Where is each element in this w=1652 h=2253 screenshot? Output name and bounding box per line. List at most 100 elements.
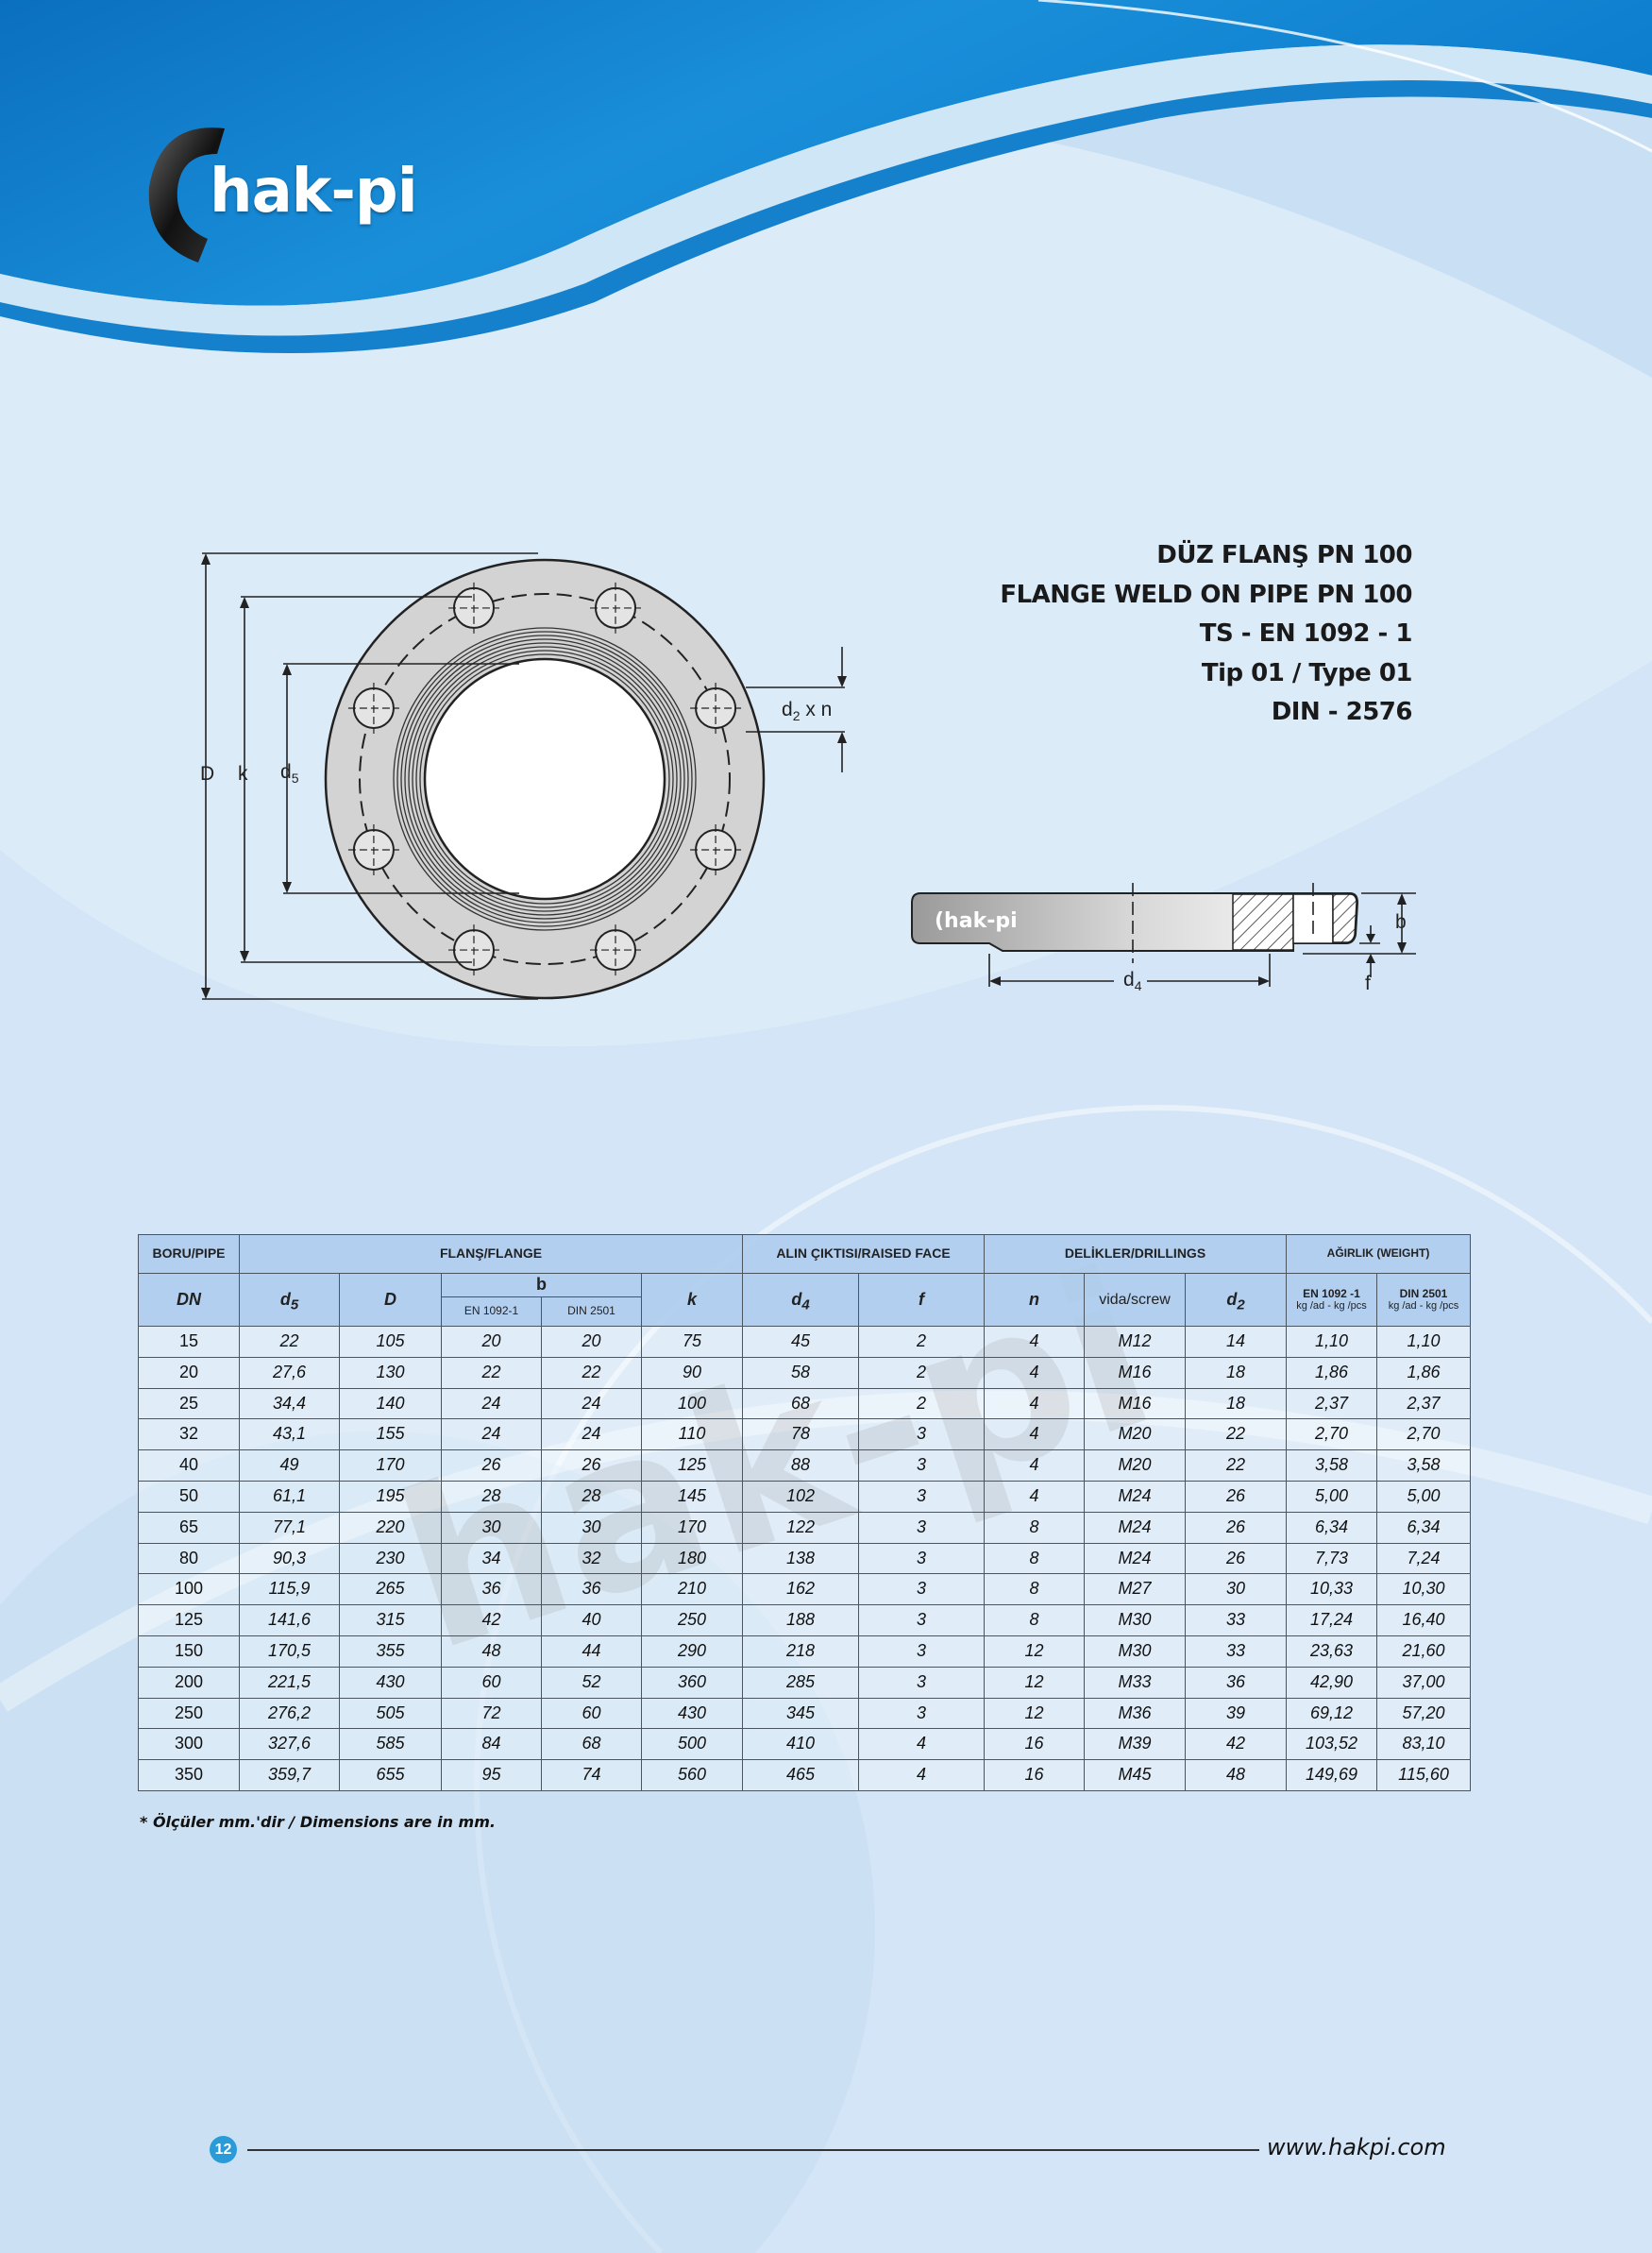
cell-k: 100	[641, 1387, 743, 1420]
col-header-b: b	[441, 1273, 642, 1297]
product-titles: DÜZ FLANŞ PN 100 FLANGE WELD ON PIPE PN …	[1000, 536, 1412, 733]
cell-d5: 90,3	[239, 1542, 340, 1575]
cell-d4: 162	[742, 1573, 859, 1606]
cell-k: 145	[641, 1480, 743, 1513]
cell-k: 180	[641, 1542, 743, 1575]
cell-n: 4	[984, 1326, 1085, 1358]
cell-d4: 138	[742, 1542, 859, 1575]
cell-weight-din: 6,34	[1376, 1511, 1471, 1544]
footer-divider	[247, 2149, 1259, 2151]
cell-b-en: 36	[441, 1573, 542, 1606]
cell-b-din: 26	[541, 1449, 642, 1482]
cell-weight-en: 6,34	[1286, 1511, 1377, 1544]
cell-b-en: 84	[441, 1728, 542, 1761]
cell-d2: 39	[1185, 1697, 1287, 1730]
bolt-hole	[690, 682, 742, 734]
cell-n: 12	[984, 1697, 1085, 1730]
cell-b-en: 22	[441, 1356, 542, 1389]
cell-b-din: 30	[541, 1511, 642, 1544]
dim-label-d5: d5	[280, 761, 298, 785]
cell-k: 360	[641, 1666, 743, 1699]
cell-dn: 65	[138, 1511, 240, 1544]
cell-d5: 276,2	[239, 1697, 340, 1730]
website-link[interactable]: www.hakpi.com	[1267, 2134, 1446, 2160]
cell-b-en: 20	[441, 1326, 542, 1358]
cell-f: 3	[858, 1697, 985, 1730]
dim-label-xn: x n	[805, 699, 833, 720]
page-number-badge: 12	[210, 2136, 237, 2163]
cell-d4: 345	[742, 1697, 859, 1730]
cell-weight-en: 10,33	[1286, 1573, 1377, 1606]
col-header-d5: d5	[239, 1273, 340, 1327]
cell-D: 105	[339, 1326, 442, 1358]
cell-b-din: 28	[541, 1480, 642, 1513]
cell-d2: 18	[1185, 1356, 1287, 1389]
col-header-dn: DN	[138, 1273, 240, 1327]
cell-f: 3	[858, 1449, 985, 1482]
cell-f: 3	[858, 1635, 985, 1668]
col-header-screw: vida/screw	[1084, 1273, 1186, 1327]
cell-b-en: 30	[441, 1511, 542, 1544]
weight-din-unit: kg /ad - kg /pcs	[1388, 1300, 1459, 1313]
group-header-flange: FLANŞ/FLANGE	[239, 1234, 743, 1274]
dim-label-d5-main: d	[280, 761, 292, 783]
group-header-drillings: DELİKLER/DRILLINGS	[984, 1234, 1287, 1274]
cell-b-din: 60	[541, 1697, 642, 1730]
dim-label-d4-sub: 4	[1134, 978, 1142, 994]
cell-b-din: 24	[541, 1418, 642, 1451]
cell-f: 4	[858, 1728, 985, 1761]
cell-dn: 25	[138, 1387, 240, 1420]
thread-ring	[404, 638, 685, 920]
cell-d2: 36	[1185, 1666, 1287, 1699]
cell-d5: 327,6	[239, 1728, 340, 1761]
cell-dn: 50	[138, 1480, 240, 1513]
cell-screw: M45	[1084, 1759, 1186, 1791]
cell-d5: 34,4	[239, 1387, 340, 1420]
cell-weight-din: 5,00	[1376, 1480, 1471, 1513]
cell-screw: M24	[1084, 1511, 1186, 1544]
cell-d4: 218	[742, 1635, 859, 1668]
cell-f: 4	[858, 1759, 985, 1791]
cell-n: 16	[984, 1759, 1085, 1791]
cell-f: 3	[858, 1573, 985, 1606]
cell-b-din: 20	[541, 1326, 642, 1358]
cell-screw: M20	[1084, 1449, 1186, 1482]
cell-d2: 33	[1185, 1635, 1287, 1668]
cell-D: 265	[339, 1573, 442, 1606]
cell-weight-din: 115,60	[1376, 1759, 1471, 1791]
dim-label-d2-main: d	[782, 699, 793, 720]
dim-label-d4: d4	[1123, 969, 1142, 994]
brand-logo: hak-pi	[142, 121, 453, 272]
cell-weight-en: 103,52	[1286, 1728, 1377, 1761]
cell-n: 4	[984, 1418, 1085, 1451]
cell-d4: 78	[742, 1418, 859, 1451]
cell-k: 290	[641, 1635, 743, 1668]
cell-D: 430	[339, 1666, 442, 1699]
cell-D: 655	[339, 1759, 442, 1791]
bolt-hole	[347, 682, 399, 734]
cell-dn: 350	[138, 1759, 240, 1791]
col-header-f: f	[858, 1273, 985, 1327]
cell-D: 230	[339, 1542, 442, 1575]
col-header-d2: d2	[1185, 1273, 1287, 1327]
cell-k: 500	[641, 1728, 743, 1761]
dimensions-note: * Ölçüler mm.'dir / Dimensions are in mm…	[140, 1813, 496, 1831]
cell-b-en: 24	[441, 1418, 542, 1451]
cell-weight-din: 1,10	[1376, 1326, 1471, 1358]
cell-weight-en: 2,70	[1286, 1418, 1377, 1451]
cell-D: 315	[339, 1604, 442, 1636]
cell-f: 2	[858, 1356, 985, 1389]
cell-screw: M36	[1084, 1697, 1186, 1730]
cell-n: 16	[984, 1728, 1085, 1761]
cell-screw: M33	[1084, 1666, 1186, 1699]
cell-d2: 26	[1185, 1542, 1287, 1575]
cell-k: 430	[641, 1697, 743, 1730]
cell-screw: M20	[1084, 1418, 1186, 1451]
cell-k: 170	[641, 1511, 743, 1544]
cell-b-din: 36	[541, 1573, 642, 1606]
